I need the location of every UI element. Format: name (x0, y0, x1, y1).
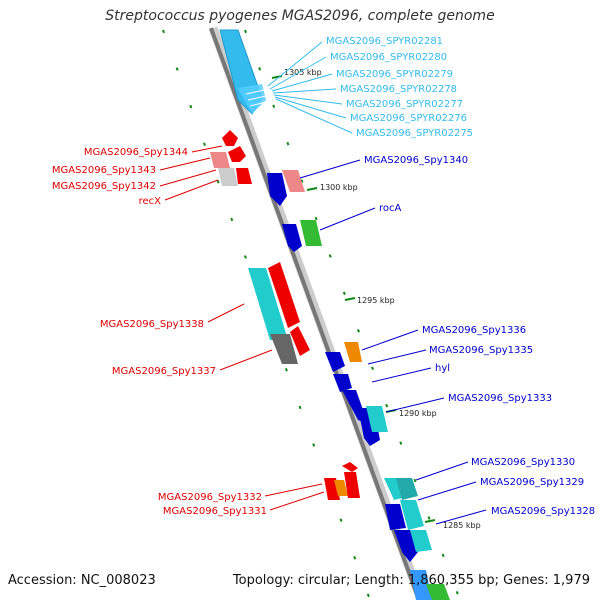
gene-spy1342 (236, 168, 252, 184)
gene-spy1331 (344, 472, 360, 498)
forward-leader-lines (299, 159, 487, 525)
label-spyr02276[interactable]: MGAS2096_SPYR02276 (350, 113, 467, 124)
label-spy1332[interactable]: MGAS2096_Spy1332 (158, 492, 262, 503)
label-spy1344[interactable]: MGAS2096_Spy1344 (84, 147, 188, 158)
label-spyr02280[interactable]: MGAS2096_SPYR02280 (330, 52, 447, 63)
gene-spy1332-orange (334, 480, 348, 496)
gene-spy1340-partner (282, 170, 305, 192)
gene-spy1340 (267, 173, 287, 206)
label-spy1328[interactable]: MGAS2096_Spy1328 (491, 506, 595, 517)
gene-spy1329 (385, 504, 406, 530)
scale-label: 1290 kbp (399, 409, 437, 418)
scale-ticks (271, 75, 436, 523)
label-spyr02275[interactable]: MGAS2096_SPYR02275 (356, 128, 473, 139)
label-recx[interactable]: recX (139, 196, 162, 207)
gene-spy1333-partner (366, 406, 388, 432)
label-spy1329[interactable]: MGAS2096_Spy1329 (480, 477, 584, 488)
reverse-leader-lines (159, 145, 325, 511)
gene-spy1328-partner (410, 530, 432, 552)
gene-spy1336 (325, 352, 345, 372)
genome-summary-text: Topology: circular; Length: 1,860,355 bp… (232, 573, 590, 588)
label-spy1340[interactable]: MGAS2096_Spy1340 (364, 155, 468, 166)
label-spyr02278[interactable]: MGAS2096_SPYR02278 (340, 84, 457, 95)
gene-spy1328 (400, 500, 424, 530)
reverse-genes[interactable] (210, 130, 360, 500)
label-roca[interactable]: rocA (379, 203, 402, 214)
label-spy1330[interactable]: MGAS2096_Spy1330 (471, 457, 575, 468)
gene-spy1328-b (394, 530, 418, 562)
rna-gene-cluster[interactable] (219, 29, 267, 115)
label-spy1343[interactable]: MGAS2096_Spy1343 (52, 165, 156, 176)
gene-spy1335 (344, 342, 362, 362)
label-spyr02277[interactable]: MGAS2096_SPYR02277 (346, 99, 463, 110)
gene-spy1344 (222, 130, 238, 146)
gene-roca (282, 224, 302, 252)
gene-spy1331-tip (342, 462, 358, 472)
gene-spy1338 (268, 262, 300, 328)
label-spy1333[interactable]: MGAS2096_Spy1333 (448, 393, 552, 404)
label-spy1338[interactable]: MGAS2096_Spy1338 (100, 319, 204, 330)
scale-tick (306, 187, 318, 191)
gene-roca-partner (300, 220, 322, 246)
gene-spy1343-light (210, 152, 230, 168)
gene-spy1342-grey (218, 168, 238, 186)
scale-tick (424, 519, 436, 523)
label-spy1336[interactable]: MGAS2096_Spy1336 (422, 325, 526, 336)
scale-label: 1305 kbp (284, 68, 322, 77)
label-spy1342[interactable]: MGAS2096_Spy1342 (52, 181, 156, 192)
label-spy1335[interactable]: MGAS2096_Spy1335 (429, 345, 533, 356)
accession-text: Accession: NC_008023 (8, 573, 156, 588)
gene-edge-green (426, 584, 450, 600)
rna-leader-lines (267, 41, 353, 134)
gene-spy1343 (228, 146, 246, 162)
genome-title: Streptococcus pyogenes MGAS2096, complet… (105, 8, 495, 24)
label-spy1337[interactable]: MGAS2096_Spy1337 (112, 366, 216, 377)
gene-spy1337 (290, 326, 310, 356)
forward-genes[interactable] (267, 170, 450, 600)
gene-spy1330-partner (396, 478, 418, 500)
scale-label: 1295 kbp (357, 296, 395, 305)
label-spy1331[interactable]: MGAS2096_Spy1331 (163, 506, 267, 517)
scale-label: 1300 kbp (320, 183, 358, 192)
label-spyr02279[interactable]: MGAS2096_SPYR02279 (336, 69, 453, 80)
gene-spy1337-grey (270, 334, 298, 364)
label-hyl[interactable]: hyl (435, 363, 450, 374)
label-spyr02281[interactable]: MGAS2096_SPYR02281 (326, 36, 443, 47)
scale-tick (344, 297, 356, 301)
scale-label: 1285 kbp (443, 521, 481, 530)
gene-edge (410, 570, 432, 600)
gene-spy1338-cyan (248, 268, 288, 340)
gene-hyl (333, 374, 352, 392)
